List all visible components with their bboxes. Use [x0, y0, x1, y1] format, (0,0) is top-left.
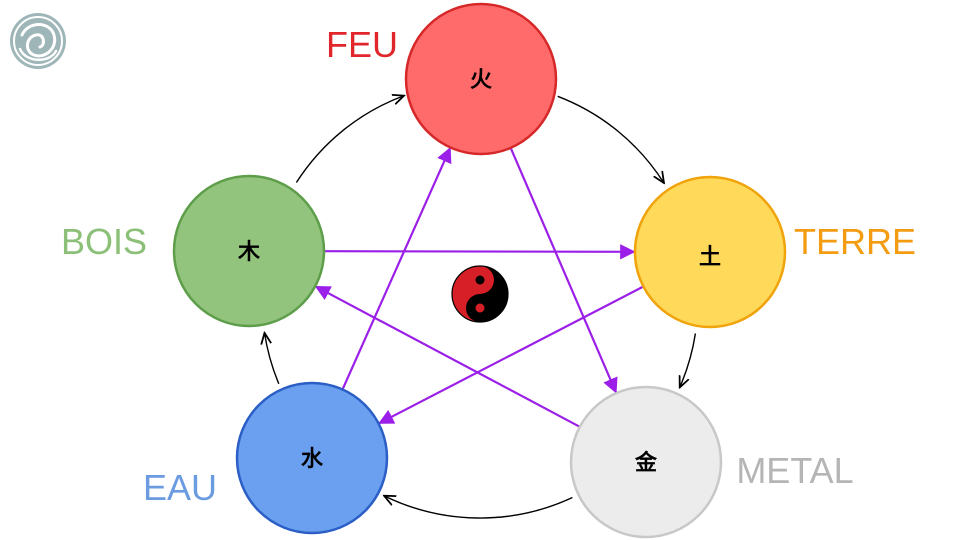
- element-circles: 火土金 水 木: [172, 2, 787, 539]
- star-arrow-fire-to-metal: [509, 147, 618, 394]
- element-glyph-earth: 土: [699, 245, 721, 270]
- control-star: [314, 146, 644, 428]
- element-circle-metal: [569, 385, 723, 539]
- element-circle-wood: [172, 174, 326, 328]
- element-glyph-water: 水: [301, 447, 324, 472]
- cycle-arrow-earth-to-metal: [680, 333, 697, 388]
- spiral-maze-logo-icon: [10, 13, 66, 69]
- element-label-fire: FEU: [326, 24, 398, 65]
- star-arrow-metal-to-wood: [314, 285, 581, 428]
- star-arrow-water-to-fire: [341, 146, 452, 390]
- element-circle-water: [235, 381, 389, 535]
- cycle-arrow-wood-to-fire: [295, 96, 404, 183]
- element-metal: 金: [569, 385, 723, 539]
- element-fire: 火: [404, 2, 558, 156]
- cycle-arrow-metal-to-water: [384, 496, 573, 519]
- element-labels: FEU TERRE METAL EAU BOIS: [61, 24, 916, 508]
- element-label-wood: BOIS: [61, 221, 147, 262]
- element-circle-earth: [633, 175, 787, 329]
- element-label-earth: TERRE: [794, 221, 916, 262]
- cycle-arrow-water-to-wood: [265, 333, 280, 385]
- star-arrow-wood-to-earth: [323, 244, 636, 260]
- element-wood: 木: [172, 174, 326, 328]
- element-earth: 土: [633, 175, 787, 329]
- element-glyph-wood: 木: [237, 240, 261, 265]
- element-label-metal: METAL: [736, 450, 853, 491]
- yin-yang-icon: [451, 265, 509, 323]
- element-label-water: EAU: [143, 467, 217, 508]
- element-glyph-fire: 火: [470, 68, 492, 93]
- element-glyph-metal: 金: [634, 450, 658, 476]
- element-water: 水: [235, 381, 389, 535]
- star-arrow-earth-to-water: [378, 285, 644, 425]
- generation-cycle: [265, 95, 697, 519]
- cycle-arrow-fire-to-earth: [557, 95, 664, 183]
- element-circle-fire: [404, 2, 558, 156]
